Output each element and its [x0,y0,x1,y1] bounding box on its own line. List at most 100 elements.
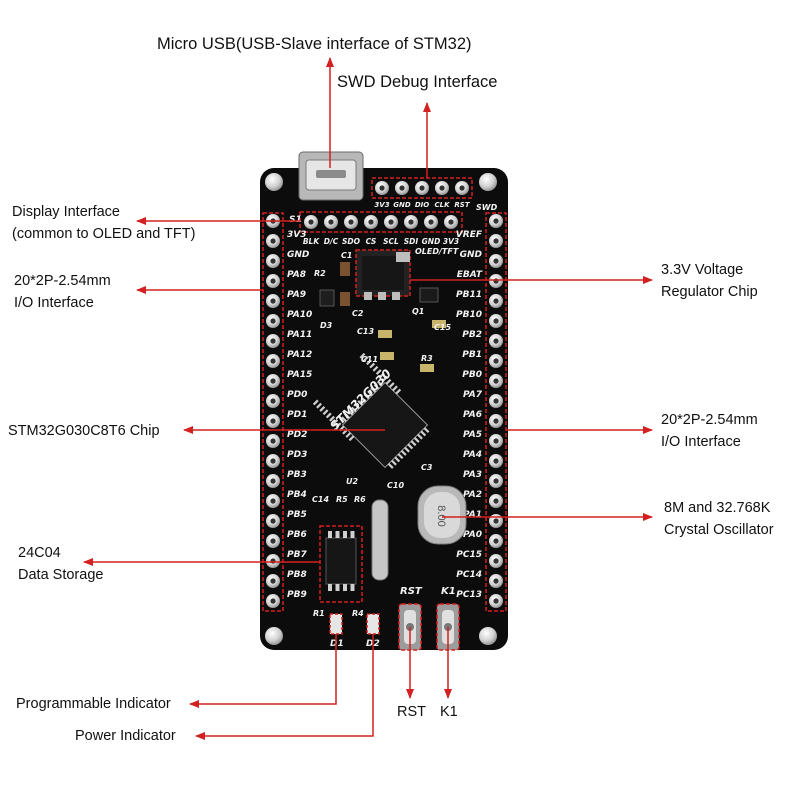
label-c11: C11 [361,355,378,364]
crystal-32k [371,499,389,581]
left-header-outline [262,212,284,612]
rst-callout: RST [397,701,426,723]
prog-indicator-arrow [189,634,337,708]
right-header-pin [489,334,503,348]
right-pin-label: PB0 [462,370,482,380]
right-header-pin [489,514,503,528]
label-c13: C13 [357,327,374,336]
left-pin-label: PA10 [287,310,312,320]
display-header-pin [404,215,418,229]
mounting-hole [265,173,283,191]
left-pin-label: PD3 [287,450,307,460]
display-pin-label: BLK [303,237,320,246]
right-header-pin [489,314,503,328]
right-pin-label: PC13 [456,590,482,600]
right-pin-label: PA1 [463,510,482,520]
right-pin-label: PA6 [463,410,482,420]
right-header-pin [489,274,503,288]
storage-callout: 24C04 Data Storage [18,542,103,586]
left-header-pin [266,294,280,308]
swd-header-pin [375,181,389,195]
swd-header-pin [395,181,409,195]
display-header-pin [304,215,318,229]
swd-pin-label: RST [454,201,470,209]
label-c14: C14 [312,495,329,504]
display-header-pin [424,215,438,229]
power-indicator-arrow [195,634,374,740]
right-pin-label: PB10 [456,310,482,320]
right-pin-label: VREF [456,230,483,240]
left-pin-label: GND [287,250,310,260]
left-header-pin [266,514,280,528]
display-header-pin [324,215,338,229]
left-pin-label: PB5 [287,510,307,520]
left-pin-header: 3V3GNDPA8PA9PA10PA11PA12PA15PD0PD1PD2PD3… [266,214,312,608]
left-pin-label: PB7 [287,550,307,560]
right-header-pin [489,214,503,228]
label-rst-button: RST [400,586,423,597]
label-c10: C10 [387,481,404,490]
right-header-pin [489,574,503,588]
right-pin-label: PC14 [456,570,482,580]
display-header-pin [384,215,398,229]
display-pin-label: 3V3 [443,237,459,246]
left-header-pin [266,434,280,448]
label-r4: R4 [352,609,364,618]
left-pin-label: PB6 [287,530,307,540]
capacitor-c13 [378,330,392,338]
right-pin-label: GND [460,250,483,260]
right-io-callout-line2: I/O Interface [661,434,741,450]
left-pin-label: PA15 [287,370,312,380]
right-header-pin [489,454,503,468]
right-header-pin [489,354,503,368]
right-header-pin [489,234,503,248]
left-header-pin [266,474,280,488]
label-r2: R2 [314,269,326,278]
display-pin-label: GND [422,237,441,246]
capacitor-c2 [340,292,350,306]
mounting-hole [265,627,283,645]
regulator-callout-line1: 3.3V Voltage [661,262,744,278]
right-header-outline [485,212,507,612]
left-header-pin [266,554,280,568]
eeprom-24c04 [319,525,363,603]
left-pin-label: PA11 [287,330,312,340]
k1-callout: K1 [440,701,458,723]
left-header-pin [266,414,280,428]
right-header-pin [489,374,503,388]
right-pin-label: PB11 [456,290,482,300]
left-header-pin [266,234,280,248]
right-header-pin [489,474,503,488]
right-pin-label: PB1 [462,350,482,360]
right-header-pin [489,434,503,448]
left-pin-label: PA8 [287,270,306,280]
label-c15: C15 [434,323,451,332]
left-io-callout-line2: I/O Interface [14,295,94,311]
swd-callout-text: SWD Debug Interface [337,73,498,91]
capacitor-c15 [432,320,446,328]
left-header-pin [266,534,280,548]
diode-d3 [319,289,335,307]
left-header-pin [266,354,280,368]
right-io-callout: 20*2P-2.54mm I/O Interface [661,409,758,453]
swd-header-pin [415,181,429,195]
left-pin-label: PD1 [287,410,307,420]
resistor-r3 [420,364,434,372]
regulator-callout-line2: Regulator Chip [661,284,758,300]
left-header-pin [266,314,280,328]
right-io-callout-line1: 20*2P-2.54mm [661,412,758,428]
right-header-pin [489,534,503,548]
swd-pin-label: 3V3 [374,201,389,209]
display-header-pin [444,215,458,229]
swd-pin-label: CLK [434,201,450,209]
left-pin-label: PD2 [287,430,307,440]
label-d3: D3 [320,321,333,330]
rst-callout-text: RST [397,704,426,720]
left-pin-label: PB8 [287,570,307,580]
label-c2: C2 [352,309,364,318]
swd-tag: SWD [476,203,498,212]
label-k1-button: K1 [441,586,456,597]
